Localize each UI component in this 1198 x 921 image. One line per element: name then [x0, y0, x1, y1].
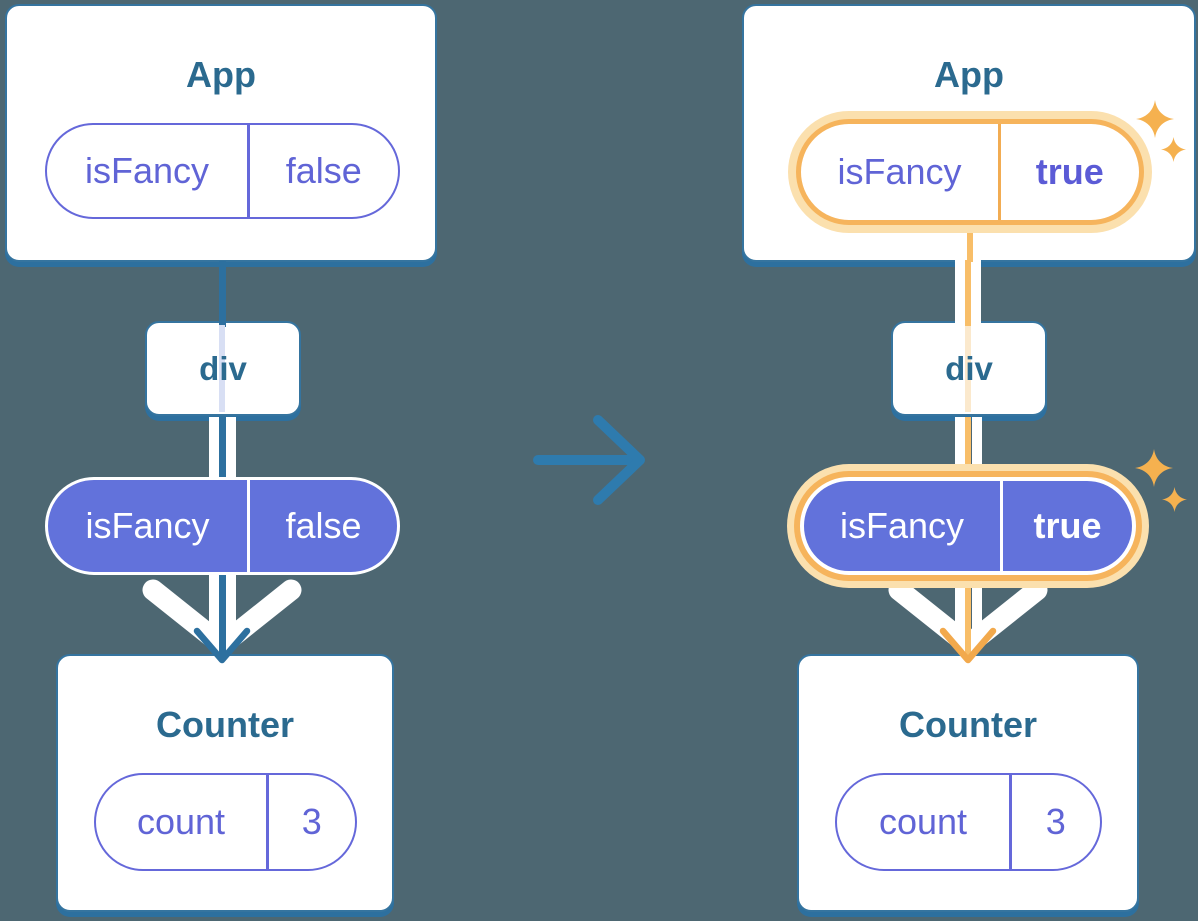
prop-pass-through-line [219, 325, 225, 412]
prop-value: true [1033, 505, 1102, 546]
prop-name: isFancy [839, 505, 965, 546]
state-pill-counter-before: count 3 [94, 773, 357, 871]
state-value: 3 [301, 801, 322, 842]
component-title: App [186, 54, 256, 95]
pill-divider [1009, 775, 1012, 869]
sparkle-icon [1135, 449, 1173, 487]
prop-name: isFancy [837, 151, 962, 192]
state-pill-counter-after: count 3 [835, 773, 1102, 871]
state-flow-edge-right [971, 260, 981, 326]
prop-pill-app-after: isFancy true [796, 119, 1144, 225]
state-flow-stub [967, 224, 973, 262]
sparkle-icon [1161, 137, 1186, 162]
passed-prop-pill-before: isFancy false [45, 477, 400, 575]
prop-value: false [285, 150, 362, 191]
pill-divider [1000, 481, 1003, 571]
state-pass-through-line [965, 325, 971, 412]
component-title: Counter [156, 704, 294, 745]
app-card-before: App isFancy false [5, 4, 437, 262]
pill-divider [266, 775, 269, 869]
counter-card-after: Counter count 3 [797, 654, 1139, 912]
component-title: Counter [899, 704, 1037, 745]
pill-divider [247, 480, 250, 572]
div-card-after: div [891, 321, 1047, 416]
pill-divider [998, 124, 1001, 220]
prop-value: true [1035, 151, 1104, 192]
app-card-after: App isFancy true [742, 4, 1196, 262]
state-flow-line-app-div-after [965, 260, 971, 326]
element-label: div [199, 349, 247, 387]
prop-name: isFancy [84, 150, 210, 191]
prop-value: false [285, 505, 362, 546]
counter-card-before: Counter count 3 [56, 654, 394, 912]
arrowhead-icon-before [193, 627, 251, 664]
component-title: App [934, 54, 1004, 95]
state-value: 3 [1045, 801, 1066, 842]
div-card-before: div [145, 321, 301, 416]
sparkle-icon [1162, 487, 1187, 512]
transition-arrow-icon [533, 415, 645, 505]
render-line-app-div-before [219, 261, 226, 327]
arrowhead-icon-after [939, 627, 997, 664]
prop-pill-app-before: isFancy false [45, 123, 400, 219]
state-name: count [878, 801, 968, 842]
prop-name: isFancy [85, 505, 210, 546]
sparkle-icon [1136, 100, 1174, 138]
passed-prop-pill-after: isFancy true [800, 477, 1136, 575]
state-flow-edge-left [955, 260, 965, 326]
element-label: div [945, 349, 993, 387]
state-name: count [136, 801, 226, 842]
pill-divider [247, 125, 250, 217]
